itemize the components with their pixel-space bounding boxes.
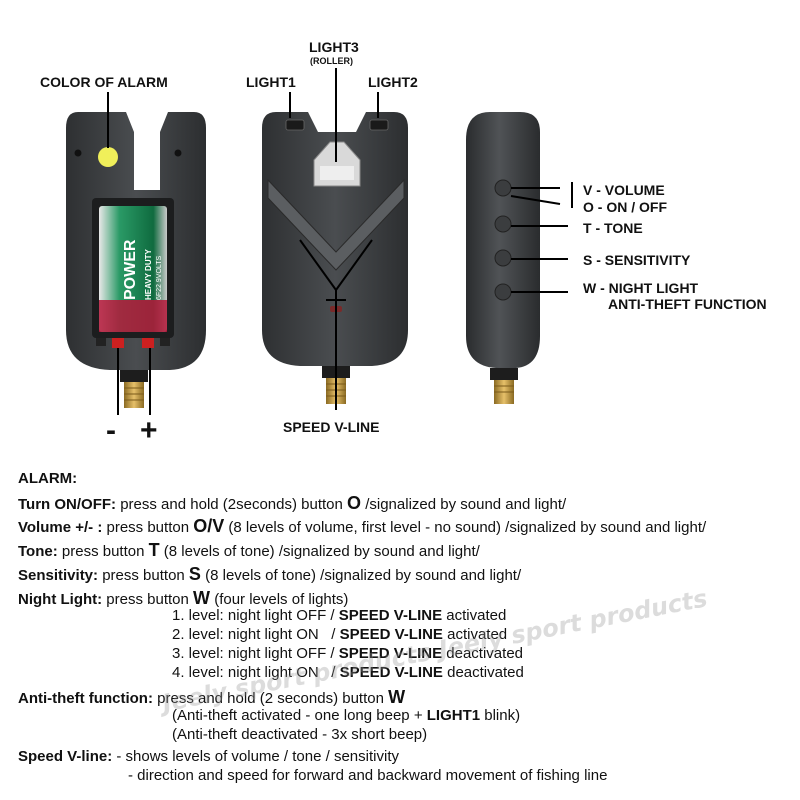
instructions-heading: ALARM: bbox=[18, 470, 78, 487]
label-light3: LIGHT3 bbox=[309, 39, 359, 55]
button-t[interactable] bbox=[494, 215, 512, 233]
night-light-level-1: 1. level: night light OFF / SPEED V-LINE… bbox=[172, 607, 507, 624]
night-light-level-3: 3. level: night light OFF / SPEED V-LINE… bbox=[172, 645, 523, 662]
device-front-view bbox=[262, 68, 408, 410]
label-button-w: W - NIGHT LIGHT bbox=[583, 280, 699, 296]
button-v-o[interactable] bbox=[494, 179, 512, 197]
battery: POWER HEAVY DUTY 6F22 9VOLTS bbox=[99, 206, 167, 332]
label-button-w-line2: ANTI-THEFT FUNCTION bbox=[608, 296, 767, 312]
label-button-o: O - ON / OFF bbox=[583, 199, 668, 215]
mount-thread-left bbox=[120, 370, 148, 408]
label-button-s: S - SENSITIVITY bbox=[583, 252, 691, 268]
side-buttons bbox=[494, 179, 512, 301]
night-light-level-4: 4. level: night light ON / SPEED V-LINE … bbox=[172, 664, 524, 681]
anti-theft-activated: (Anti-theft activated - one long beep + … bbox=[172, 707, 521, 724]
speed-vline-row: Speed V-line: - shows levels of volume /… bbox=[18, 748, 399, 765]
mount-thread-side bbox=[490, 368, 518, 404]
label-light2: LIGHT2 bbox=[368, 74, 418, 90]
night-light-level-2: 2. level: night light ON / SPEED V-LINE … bbox=[172, 626, 508, 643]
screw-hole-left bbox=[74, 149, 82, 157]
anti-theft-deactivated: (Anti-theft deactivated - 3x short beep) bbox=[172, 726, 428, 743]
speed-v-line-chevron bbox=[267, 178, 405, 271]
device-back-view: POWER HEAVY DUTY 6F22 9VOLTS bbox=[66, 92, 206, 415]
speed-vline-row-2: - direction and speed for forward and ba… bbox=[128, 767, 608, 784]
alarm-color-indicator bbox=[98, 147, 118, 167]
screw-hole-right bbox=[174, 149, 182, 157]
battery-type: HEAVY DUTY bbox=[144, 249, 153, 300]
device-side-view bbox=[466, 112, 573, 404]
light2-led bbox=[369, 119, 389, 131]
product-diagram: POWER HEAVY DUTY 6F22 9VOLTS bbox=[66, 68, 573, 415]
tone-row: Tone: press button T (8 levels of tone) … bbox=[18, 540, 480, 560]
label-light1: LIGHT1 bbox=[246, 74, 296, 90]
label-roller: (ROLLER) bbox=[310, 56, 353, 66]
turn-on-off-row: Turn ON/OFF: press and hold (2seconds) b… bbox=[18, 493, 567, 513]
volume-row: Volume +/- : press button O/V (8 levels … bbox=[18, 516, 707, 536]
battery-brand: POWER bbox=[122, 239, 139, 300]
label-speed-vline: SPEED V-LINE bbox=[283, 419, 380, 435]
label-button-t: T - TONE bbox=[583, 220, 643, 236]
button-w[interactable] bbox=[494, 283, 512, 301]
sensitivity-row: Sensitivity: press button S (8 levels of… bbox=[18, 564, 522, 584]
label-button-v: V - VOLUME bbox=[583, 182, 665, 198]
label-plus: + bbox=[140, 414, 158, 447]
battery-code: 6F22 9VOLTS bbox=[156, 255, 163, 300]
label-color-of-alarm: COLOR OF ALARM bbox=[40, 74, 168, 90]
anti-theft-row: Anti-theft function: press and hold (2 s… bbox=[18, 687, 406, 707]
button-s[interactable] bbox=[494, 249, 512, 267]
light1-led bbox=[285, 119, 305, 131]
night-light-row: Night Light: press button W (four levels… bbox=[18, 588, 349, 608]
label-minus: - bbox=[106, 414, 116, 447]
